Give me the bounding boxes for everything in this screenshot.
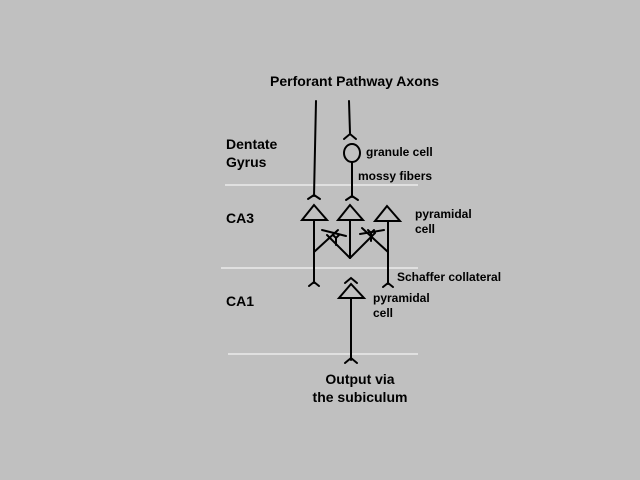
label-line: cell: [373, 306, 394, 320]
schaffer-terminal: [344, 276, 358, 284]
ca3-pyramidal-cell-3: [372, 204, 403, 222]
granule-cell-label: granule cell: [366, 145, 433, 159]
output-terminal: [344, 356, 358, 364]
region-label-line: Gyrus: [226, 154, 267, 170]
mossy-fibers-label: mossy fibers: [358, 169, 433, 183]
region-label-dentate-gyrus: Dentate Gyrus: [226, 135, 277, 171]
ca3-pyramidal-cell-2: [335, 203, 366, 221]
ca3-axon-terminal-left: [308, 280, 320, 287]
ca3-collateral: [326, 234, 351, 259]
region-label-ca1: CA1: [226, 293, 255, 309]
output-line: the subiculum: [312, 389, 408, 405]
mossy-terminal: [345, 194, 359, 201]
region-label-ca3: CA3: [226, 210, 255, 226]
output-line: Output via: [325, 371, 395, 387]
perforant-axon-dg: [348, 100, 351, 134]
granule-cell-body: [343, 143, 361, 163]
axon-terminal-ca3-left: [307, 193, 321, 200]
ca3-pyramidal-cell-1: [299, 203, 330, 221]
axon-terminal-granule: [343, 132, 357, 140]
label-line: pyramidal: [373, 291, 430, 305]
schaffer-collateral-label: Schaffer collateral: [397, 270, 502, 284]
ca3-pyramidal-label: pyramidal cell: [415, 207, 472, 237]
label-line: cell: [415, 222, 436, 236]
diagram-title: Perforant Pathway Axons: [270, 73, 440, 89]
ca3-axon-terminal-right: [382, 281, 394, 288]
output-label: Output via the subiculum: [300, 370, 420, 406]
label-line: pyramidal: [415, 207, 472, 221]
ca1-pyramidal-cell: [336, 282, 367, 299]
region-label-line: Dentate: [226, 136, 278, 152]
perforant-axon-ca3: [313, 100, 317, 197]
ca3-collateral: [321, 229, 347, 237]
ca1-pyramidal-label: pyramidal cell: [373, 291, 430, 321]
